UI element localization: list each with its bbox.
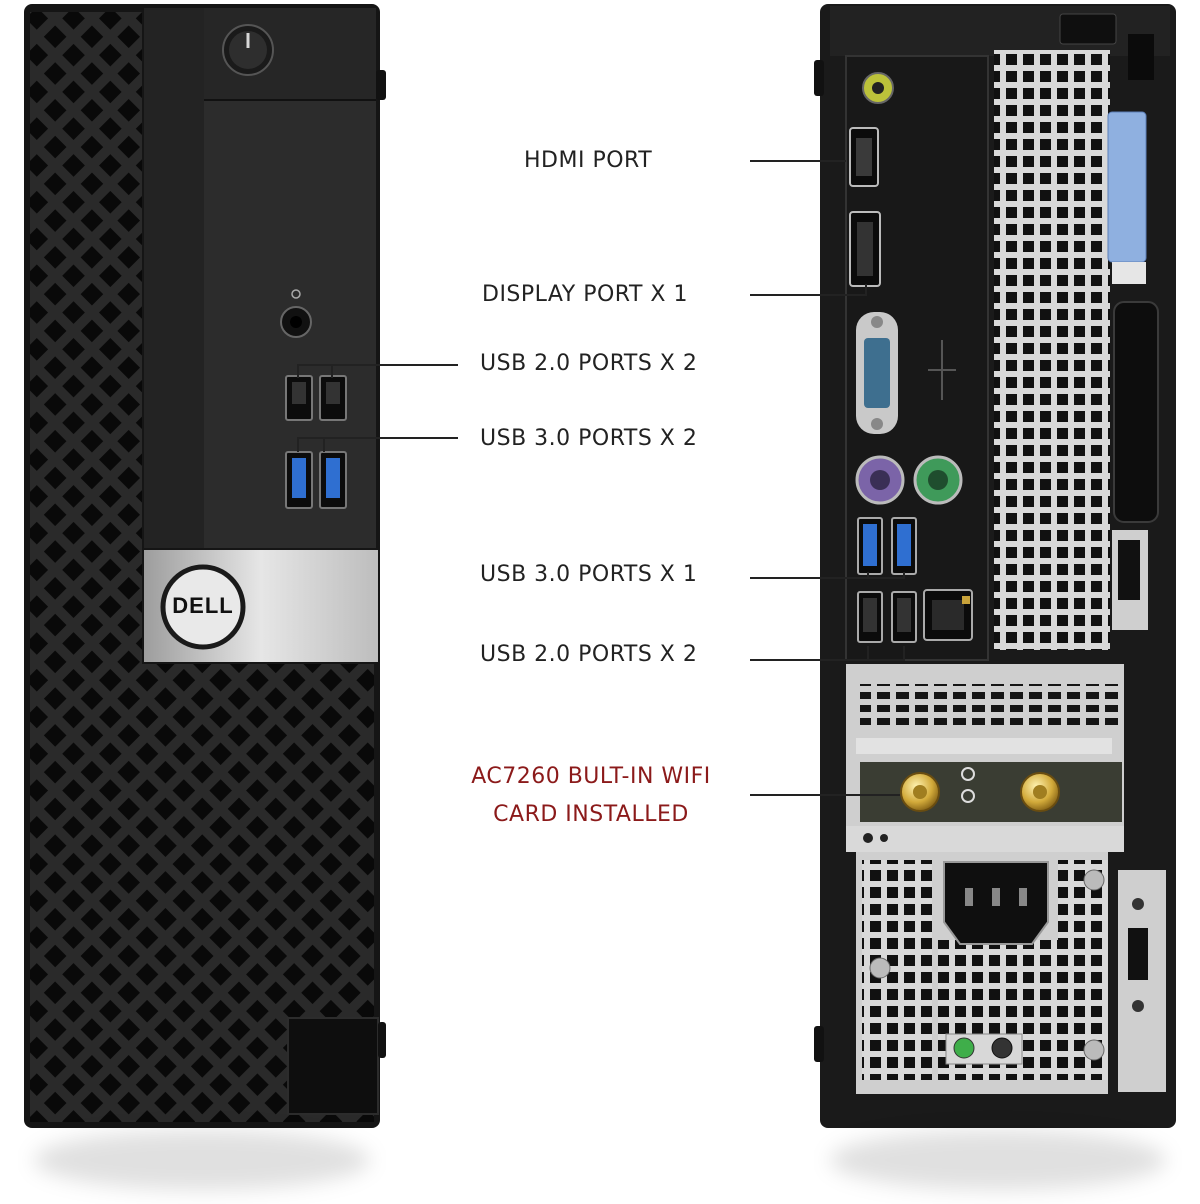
callout-usb2-rear — [750, 646, 905, 661]
label-wifi-line1: AC7260 BULT-IN WIFI — [471, 764, 711, 789]
label-display-port: DISPLAY PORT X 1 — [482, 282, 688, 307]
ps2-mouse-port[interactable] — [913, 455, 963, 505]
label-wifi-line2: CARD INSTALLED — [493, 802, 689, 827]
label-usb3-rear: USB 3.0 PORTS X 1 — [480, 562, 698, 587]
label-wifi-card: AC7260 BULT-IN WIFI CARD INSTALLED — [452, 758, 730, 834]
wifi-card-bracket — [860, 762, 1122, 822]
label-usb2-front: USB 2.0 PORTS X 2 — [480, 351, 698, 376]
ethernet-port[interactable] — [923, 589, 973, 641]
psu-test-button[interactable] — [991, 1037, 1013, 1059]
front-tower — [24, 4, 386, 1128]
rear-vent-upper — [994, 50, 1110, 650]
callout-usb3-front — [297, 437, 458, 452]
ps2-keyboard-port[interactable] — [855, 455, 905, 505]
headphone-jack[interactable] — [280, 289, 312, 338]
displayport[interactable] — [849, 211, 881, 287]
hdmi-port[interactable] — [849, 127, 879, 187]
dell-logo — [160, 564, 246, 650]
label-hdmi-port: HDMI PORT — [524, 148, 653, 173]
wifi-antenna-connector[interactable] — [1020, 772, 1060, 812]
front-usb2-ports[interactable] — [285, 375, 347, 421]
front-usb3-ports[interactable] — [285, 451, 347, 509]
rear-tower — [814, 4, 1176, 1128]
power-button[interactable] — [222, 24, 274, 76]
callout-usb2-front — [297, 364, 458, 378]
psu-test-led — [953, 1037, 975, 1059]
dell-logo-text: DELL — [172, 593, 234, 618]
serial-port[interactable] — [856, 312, 898, 434]
blue-latch[interactable] — [1107, 111, 1147, 263]
rear-tower-reflection — [830, 1130, 1166, 1190]
power-socket[interactable] — [943, 861, 1049, 945]
expansion-vent — [860, 684, 1122, 730]
line-out-jack[interactable] — [862, 72, 894, 104]
rear-usb2-ports[interactable] — [857, 591, 917, 643]
callout-lines — [297, 160, 905, 796]
label-usb3-front: USB 3.0 PORTS X 2 — [480, 426, 698, 451]
front-mesh-left — [30, 12, 142, 1122]
label-usb2-rear: USB 2.0 PORTS X 2 — [480, 642, 698, 667]
callout-usb3-rear — [750, 572, 905, 579]
front-tower-reflection — [34, 1130, 370, 1190]
callout-displayport — [750, 284, 867, 296]
wifi-antenna-connector[interactable] — [900, 772, 940, 812]
